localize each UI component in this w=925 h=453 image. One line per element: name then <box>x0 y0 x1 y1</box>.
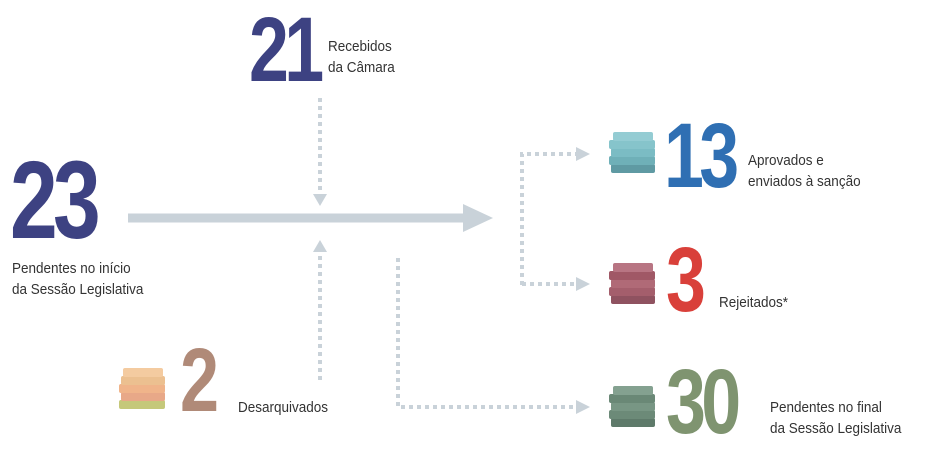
flow-arrows <box>128 98 590 414</box>
aprovados-branch-arrowhead <box>576 147 590 161</box>
desarquivados-flow-arrowhead <box>313 240 327 252</box>
rejeitados-number: 3 <box>666 229 706 331</box>
pendentes-final-number: 30 <box>666 351 741 453</box>
pendentes-inicio-label: Pendentes no início da Sessão Legislativ… <box>12 258 143 300</box>
pendentes-inicio-number: 23 <box>10 139 101 262</box>
aprovados-number: 13 <box>664 105 739 207</box>
pendentes-inicio-label-line1: Pendentes no início <box>12 260 131 277</box>
desarquivados-label: Desarquivados <box>238 399 329 416</box>
recebidos-label-line2: da Câmara <box>328 59 395 76</box>
pendentes-final-label: Pendentes no final da Sessão Legislativa <box>770 397 901 439</box>
desarquivados-number: 2 <box>180 331 219 431</box>
main-flow-arrowhead <box>463 204 493 232</box>
rejeitados-branch-arrowhead <box>576 277 590 291</box>
pendentes-final-label-line2: da Sessão Legislativa <box>770 420 902 437</box>
aprovados-label: Aprovados e enviados à sanção <box>748 150 861 192</box>
recebidos-flow-arrowhead <box>313 194 327 206</box>
pendentes-final-branch-line <box>396 258 578 409</box>
pendentes-final-label-line1: Pendentes no final <box>770 399 882 416</box>
aprovados-label-line2: enviados à sanção <box>748 173 861 190</box>
teal-book-stack-icon <box>609 132 655 173</box>
recebidos-number: 21 <box>249 0 324 101</box>
aprovados-label-line1: Aprovados e <box>748 152 824 169</box>
maroon-book-stack-icon <box>609 263 655 304</box>
rejeitados-label: Rejeitados* <box>719 294 789 311</box>
pendentes-inicio-label-line2: da Sessão Legislativa <box>12 281 144 298</box>
pendentes-final-branch-arrowhead <box>576 400 590 414</box>
recebidos-label: Recebidos da Câmara <box>328 36 395 78</box>
peach-book-stack-icon <box>119 368 165 409</box>
green-book-stack-icon <box>609 386 655 427</box>
aprovados-branch-line <box>520 152 578 285</box>
recebidos-label-line1: Recebidos <box>328 38 392 55</box>
